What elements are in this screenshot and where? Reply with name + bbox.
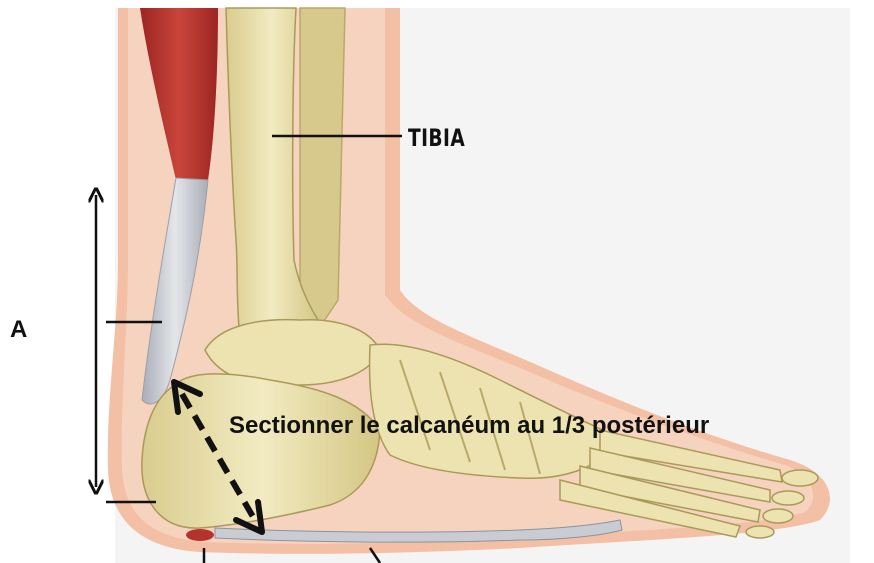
measurement-label-a: A (10, 316, 27, 344)
surgical-instruction-label: Sectionner le calcanéum au 1/3 postérieu… (229, 412, 709, 440)
tibia-label: TIBIA (408, 124, 465, 152)
heel-bursa (186, 529, 214, 541)
fibula-bone (300, 8, 345, 330)
